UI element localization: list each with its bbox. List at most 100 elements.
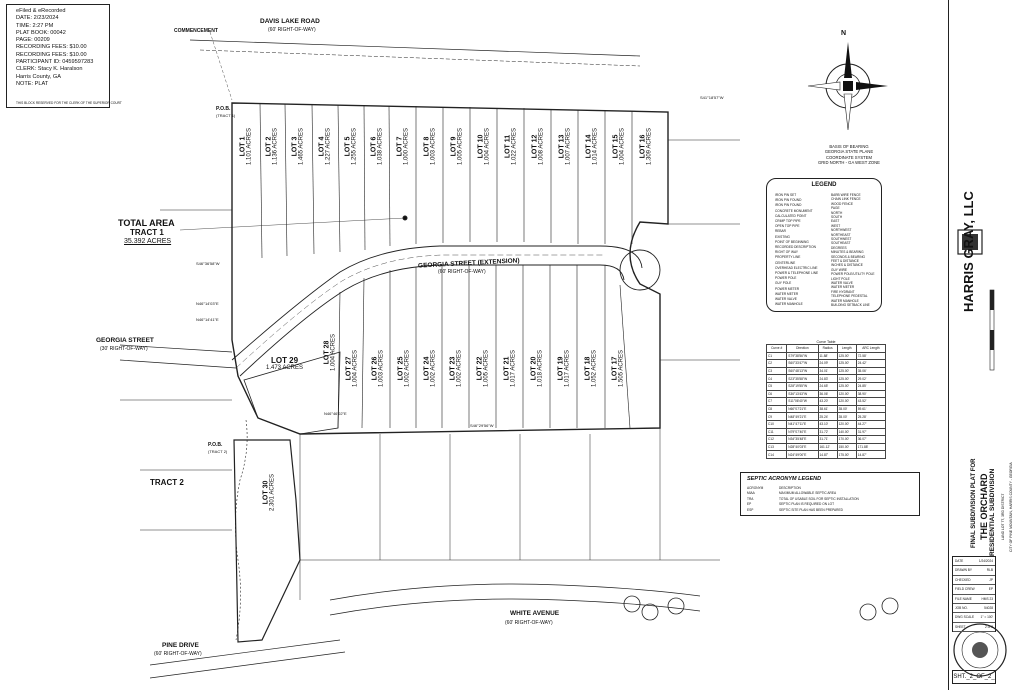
legend-item: CENTERLINE: [775, 260, 796, 265]
legend-item: CALCULATED POINT: [775, 213, 807, 218]
legend-item: POWER POLE: [775, 276, 797, 281]
recording-block: eFiled & eRecorded DATE: 2/23/2024 TIME:…: [6, 4, 122, 108]
legend-item: WOOD FENCE: [831, 201, 853, 206]
legend-item: EAST: [831, 219, 840, 224]
project-location: CITY OF PINE MOUNTAIN, HARRIS COUNTY - G…: [1009, 462, 1013, 552]
legend-item: EXISTING: [775, 234, 790, 239]
curve-table-title: Curve Table: [816, 340, 836, 344]
legend-item: WEST: [831, 223, 841, 228]
legend-item: SOUTHEAST: [831, 241, 851, 246]
legend-item: PROPERTY LINE: [775, 255, 801, 260]
label-pob-tract1: (TRACT 1): [216, 113, 236, 118]
road-pine-row: (60' RIGHT-OF-WAY): [154, 651, 202, 657]
legend-item: PAGE: [831, 206, 840, 211]
legend-item: IRON PIN FOUND: [775, 203, 802, 208]
road-davis-row: (60' RIGHT-OF-WAY): [268, 27, 316, 33]
legend-item: REBAR: [775, 229, 786, 234]
legend-item: FIRE HYDRANT: [831, 289, 855, 294]
legend-item: WATER VALVE: [775, 297, 797, 301]
legend-item: BARB WIRE FENCE: [831, 193, 861, 197]
bearing-1: S41°18'57"W: [700, 95, 724, 100]
label-tract1-acres: 35.392 ACRES: [124, 238, 172, 245]
legend-item: GUY POLE: [775, 281, 792, 286]
legend-item: LIGHT POLE: [831, 276, 850, 281]
legend-item: CONCRETE MONUMENT: [775, 208, 813, 213]
legend-item: POWER POLE/UTILITY POLE: [831, 272, 875, 277]
legend-item: CRIMP TOP PIPE: [775, 219, 801, 223]
plat-title: FINAL SUBDIVISION PLAT FOR: [971, 458, 977, 548]
lot-30: LOT 30 2.301 ACRES: [262, 473, 276, 512]
title-block: HARRIS GRAY, LLC FINAL SUBDIVISION PLAT …: [948, 0, 1024, 690]
legend-item: RECORDED DESCRIPTION: [775, 245, 816, 249]
legend-item: MINUTES & BEARING: [831, 250, 864, 255]
label-total-area: TOTAL AREA: [118, 218, 175, 228]
basis-of-bearing: BASIS OF BEARING GEORGIA STATE PLANE COO…: [818, 144, 880, 165]
label-tract1: TRACT 1: [130, 228, 164, 237]
legend-item: BUILDING SETBACK LINE: [831, 303, 870, 307]
legend-item: POINT OF BEGINNING: [775, 239, 809, 244]
road-georgia: GEORGIA STREET: [96, 337, 154, 344]
septic-markers-icon: [623, 595, 899, 621]
legend-item: POWER METER: [775, 286, 800, 291]
lot-29: LOT 29 1.473 ACRES: [266, 356, 304, 371]
legend-item: SOUTHWEST: [831, 237, 852, 241]
road-pine: PINE DRIVE: [162, 642, 199, 649]
recording-lines: eFiled & eRecorded DATE: 2/23/2024 TIME:…: [16, 8, 94, 87]
recording-note: THIS BLOCK RESERVED FOR THE CLERK OF THE…: [16, 101, 122, 105]
legend-item: IRON PIN FOUND: [775, 198, 802, 203]
bearing-3: N46°14'03"E: [196, 301, 219, 306]
legend-item: WATER METER: [775, 291, 799, 296]
label-tract2: TRACT 2: [150, 478, 184, 487]
legend-item: IRON PIN SET: [775, 193, 797, 197]
road-white: WHITE AVENUE: [510, 610, 560, 617]
legend-item: WATER MANHOLE: [831, 298, 859, 303]
legend-item: CHAIN LINK FENCE: [831, 197, 861, 202]
legend-item: NORTHEAST: [831, 232, 851, 237]
legend-title: LEGEND: [811, 182, 837, 188]
